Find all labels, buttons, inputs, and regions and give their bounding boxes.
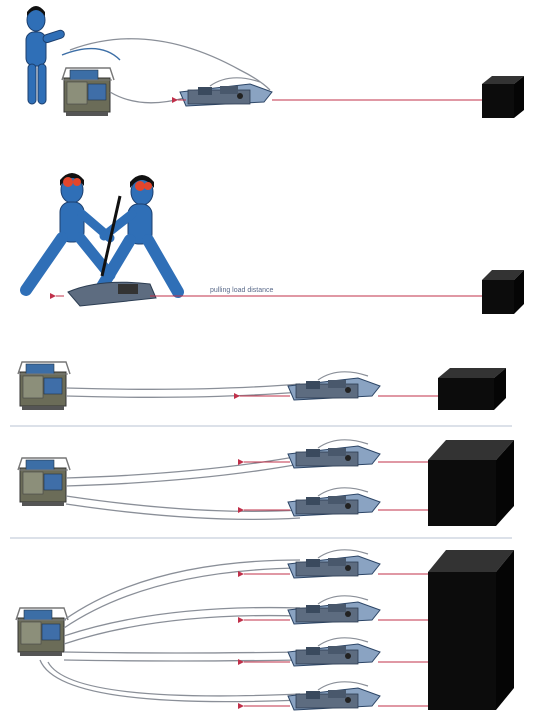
winch-lever bbox=[100, 195, 122, 277]
hose bbox=[63, 614, 301, 645]
hose bbox=[109, 91, 185, 104]
scene-pump-two-pullers bbox=[10, 439, 514, 539]
heavy-load-block-icon bbox=[438, 368, 506, 410]
annotation-label: pulling load distance bbox=[210, 287, 274, 294]
heavy-load-block-icon bbox=[482, 76, 524, 118]
worker-figure-icon bbox=[20, 173, 116, 296]
heavy-load-block-icon bbox=[428, 440, 514, 526]
scene-pump-four-pullers bbox=[15, 549, 514, 711]
heavy-load-block-icon bbox=[428, 550, 514, 710]
scene-pump-one-puller bbox=[10, 361, 512, 427]
strand-jack-puller-icon bbox=[287, 371, 381, 401]
strand-jack-puller-icon bbox=[287, 637, 381, 667]
hose bbox=[65, 383, 301, 390]
strand-jack-puller-icon bbox=[179, 77, 273, 107]
hose bbox=[65, 455, 301, 479]
strand-jack-puller-icon bbox=[287, 487, 381, 517]
hose bbox=[63, 659, 301, 662]
hose bbox=[63, 567, 301, 629]
strand-jack-puller-icon bbox=[287, 549, 381, 579]
hose bbox=[65, 495, 301, 513]
hydraulic-pump-unit-icon bbox=[17, 361, 71, 411]
worker-figure-icon bbox=[94, 175, 184, 298]
hydraulic-pump-unit-icon bbox=[15, 607, 69, 657]
strand-jack-puller-icon bbox=[287, 439, 381, 469]
hose bbox=[39, 659, 301, 703]
hose bbox=[63, 559, 301, 621]
scene-powered-pump-single-puller bbox=[25, 5, 524, 118]
hose bbox=[61, 47, 121, 61]
hose bbox=[63, 651, 301, 654]
hydraulic-pump-unit-icon bbox=[17, 457, 71, 507]
strand-jack-puller-icon bbox=[287, 681, 381, 711]
hose bbox=[63, 606, 301, 637]
hydraulic-pump-unit-icon bbox=[61, 67, 115, 117]
scene-manual-winching: pulling load distance bbox=[20, 173, 524, 314]
worker-figure-icon bbox=[25, 5, 66, 105]
hose bbox=[65, 391, 301, 398]
strand-jack-puller-icon bbox=[287, 595, 381, 625]
hose bbox=[65, 503, 301, 521]
hose bbox=[65, 463, 301, 487]
heavy-load-block-icon bbox=[482, 270, 524, 314]
strand-jack-puller-icon bbox=[67, 281, 157, 307]
hose bbox=[47, 661, 301, 697]
